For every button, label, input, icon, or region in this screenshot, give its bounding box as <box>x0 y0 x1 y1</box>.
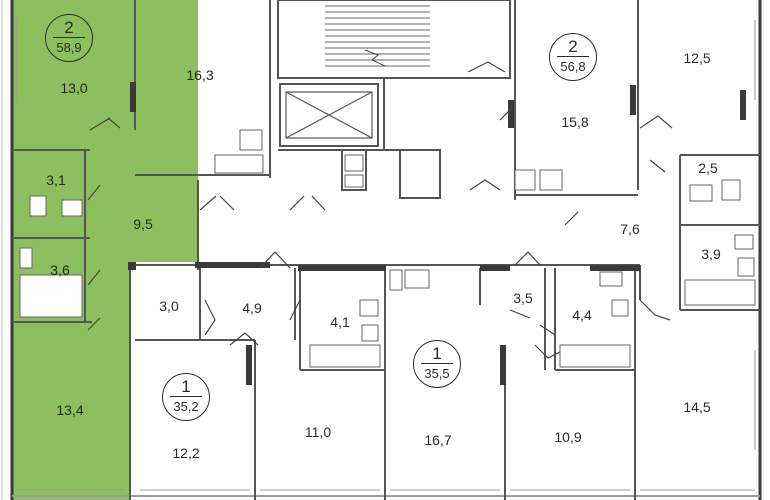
apartment-rooms: 1 <box>432 344 442 363</box>
apartment-area: 35,2 <box>173 399 199 414</box>
apartment-badge-c: 1 35,2 <box>162 373 210 421</box>
apartment-badge-a: 2 58,9 <box>45 14 93 62</box>
apartment-badge-b: 2 56,8 <box>549 33 597 81</box>
apartment-rooms: 2 <box>64 18 74 37</box>
apartment-area: 35,5 <box>424 366 450 381</box>
door-swings <box>87 61 673 359</box>
apartment-rooms: 1 <box>181 377 191 396</box>
staircase <box>325 5 430 67</box>
elevator-shaft <box>285 91 373 139</box>
badge-divider <box>421 363 453 364</box>
apartment-rooms: 2 <box>568 37 578 56</box>
apartment-area: 56,8 <box>560 59 586 74</box>
wall-accents <box>128 82 746 385</box>
bathroom-fixtures <box>19 129 756 368</box>
badge-divider <box>170 396 202 397</box>
apartment-area: 58,9 <box>56 40 82 55</box>
apartment-badge-d: 1 35,5 <box>413 340 461 388</box>
windows <box>15 20 756 491</box>
badge-divider <box>557 56 589 57</box>
badge-divider <box>53 37 85 38</box>
